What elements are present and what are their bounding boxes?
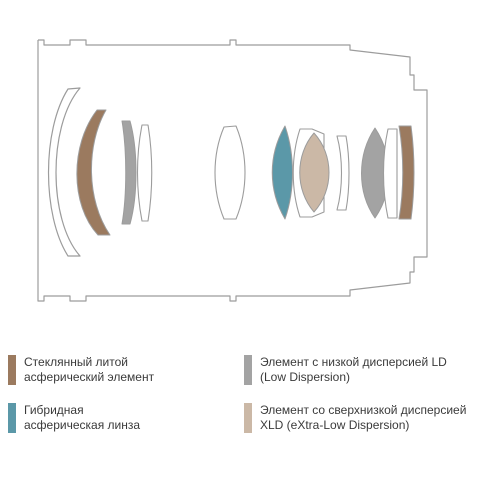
legend-swatch-blue: [8, 403, 16, 433]
legend-label-line2: (Low Dispersion): [260, 370, 351, 384]
legend-label-line1: Гибридная: [24, 403, 84, 417]
lens-barrel-outline: [37, 39, 428, 302]
legend-item-low-dispersion: Элемент с низкой дисперсией LD (Low Disp…: [244, 355, 475, 385]
legend-label: Элемент со сверхнизкой дисперсией XLD (e…: [260, 403, 475, 433]
legend-label-line1: Элемент со сверхнизкой дисперсией: [260, 403, 467, 417]
lens-cross-section-diagram: [37, 39, 428, 302]
legend-label-line1: Элемент с низкой дисперсией LD: [260, 355, 447, 369]
lens-element-front-meniscus: [47, 87, 81, 257]
legend-item-glass-molded-aspherical: Стеклянный литой асферический элемент: [8, 355, 239, 385]
legend-item-extra-low-dispersion: Элемент со сверхнизкой дисперсией XLD (e…: [244, 403, 475, 433]
lens-element-glass-molded-aspherical-front: [76, 109, 111, 236]
legend-label-line1: Стеклянный литой: [24, 355, 128, 369]
legend-label: Стеклянный литой асферический элемент: [24, 355, 239, 385]
legend-swatch-brown: [8, 355, 16, 385]
lens-element-clear-front-2: [136, 124, 153, 222]
legend-label: Гибридная асферическая линза: [24, 403, 239, 433]
legend-swatch-beige: [244, 403, 252, 433]
lens-element-hybrid-aspherical: [271, 125, 293, 220]
legend-label: Элемент с низкой дисперсией LD (Low Disp…: [260, 355, 475, 385]
lens-element-clear-rear-3: [382, 128, 398, 219]
lens-element-clear-middle: [214, 125, 246, 220]
lens-element-glass-molded-aspherical-rear: [398, 125, 415, 220]
legend-item-hybrid-aspherical: Гибридная асферическая линза: [8, 403, 239, 433]
legend-label-line2: асферический элемент: [24, 370, 155, 384]
legend-label-line2: XLD (eXtra-Low Dispersion): [260, 418, 410, 432]
legend-label-line2: асферическая линза: [24, 418, 141, 432]
lens-element-low-dispersion-front: [121, 120, 137, 225]
lens-element-clear-rear-2: [336, 135, 350, 211]
legend-swatch-gray: [244, 355, 252, 385]
lens-element-extra-low-dispersion: [299, 132, 330, 213]
